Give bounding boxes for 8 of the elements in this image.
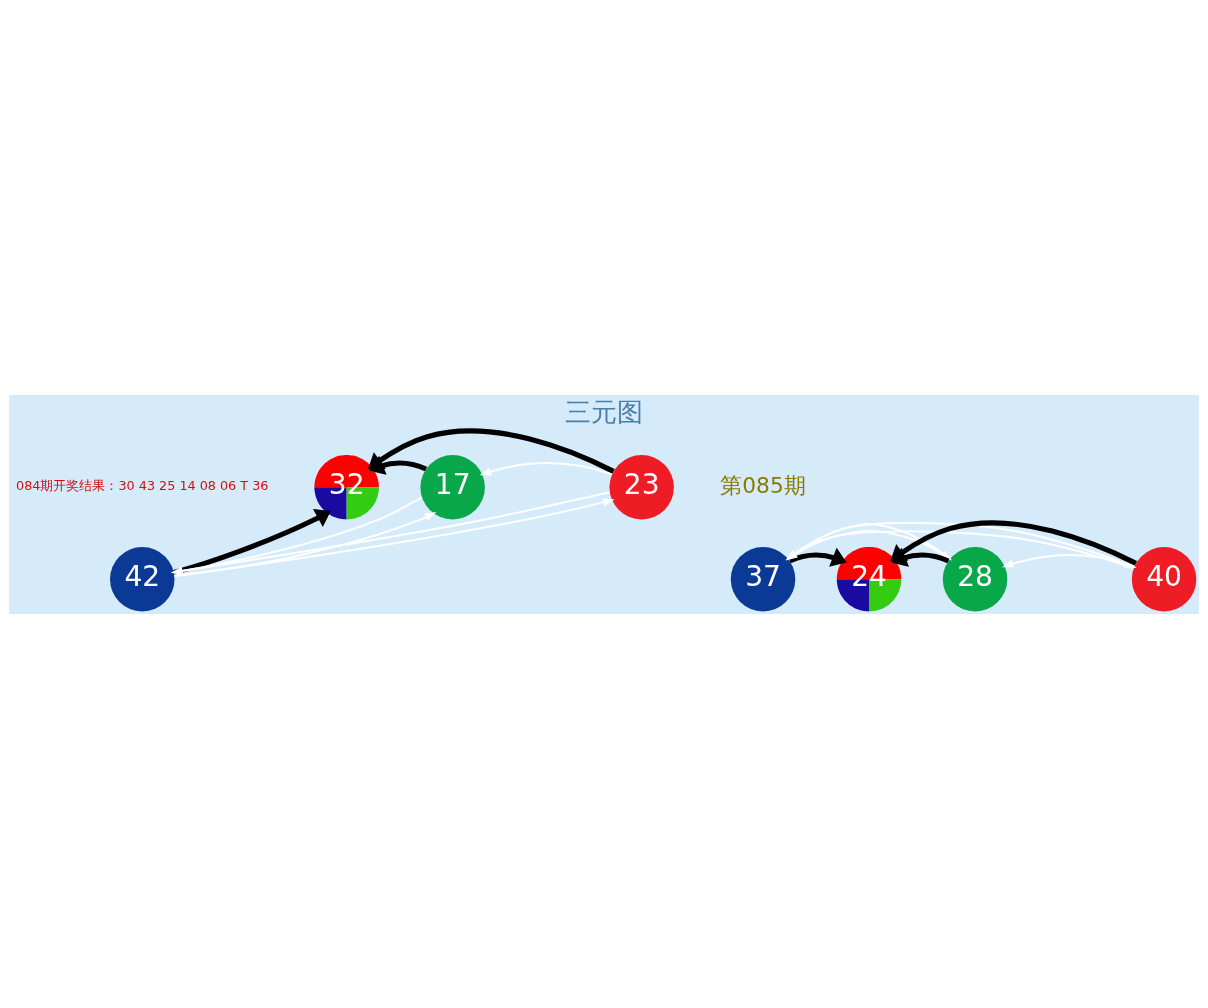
node-circle: 42 xyxy=(110,546,175,611)
label: 第085期 xyxy=(720,472,806,498)
diagram-title: 三元图 xyxy=(565,396,643,427)
label: 084期开奖结果：30 43 25 14 08 06 T 36 xyxy=(16,477,269,493)
node-circle: 23 xyxy=(609,454,674,519)
node-circle: 40 xyxy=(1131,546,1197,611)
arrow xyxy=(788,547,847,567)
arrow xyxy=(479,461,613,476)
